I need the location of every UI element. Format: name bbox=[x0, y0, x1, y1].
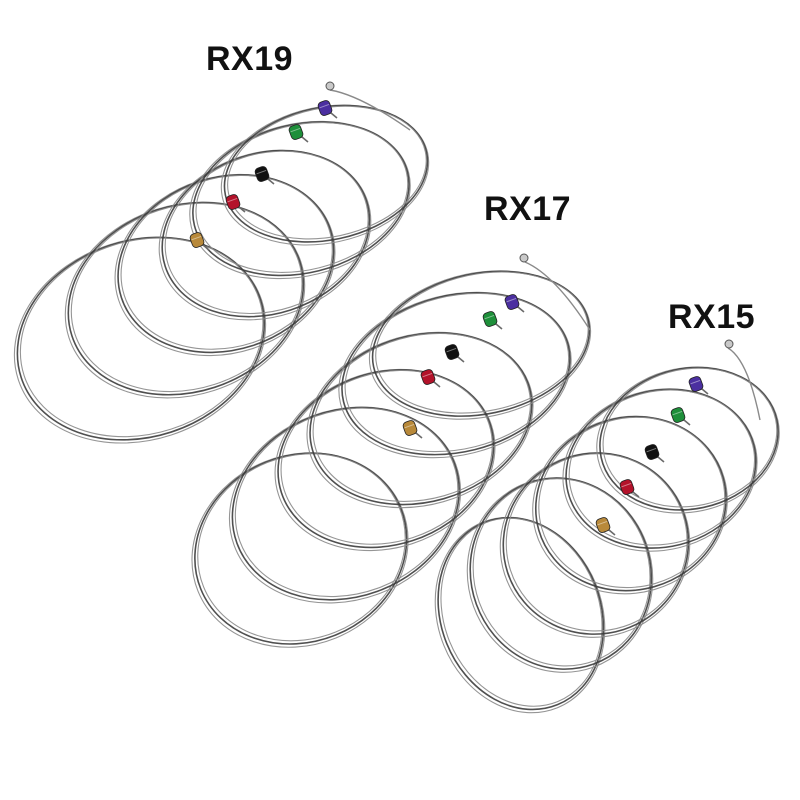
string-coil-rx19-4 bbox=[158, 149, 372, 321]
string-set-rx15 bbox=[434, 339, 780, 714]
bead-highlight-rx19-1 bbox=[319, 103, 330, 109]
string-coil-rx17-5 bbox=[338, 291, 572, 459]
ball-end-bead-rx15-3 bbox=[644, 444, 660, 460]
bead-highlight-rx15-4 bbox=[621, 482, 632, 488]
ball-end-bead-rx19-4 bbox=[225, 194, 241, 210]
ball-end-bead-rx17-3 bbox=[444, 344, 460, 360]
string-coil-rx15-5 bbox=[562, 388, 758, 552]
string-coil-rx17-6 bbox=[368, 270, 592, 420]
bead-highlight-rx15-1 bbox=[690, 379, 701, 385]
string-coil-rx19-2 bbox=[64, 201, 306, 399]
set-label-rx15: RX15 bbox=[668, 298, 756, 336]
string-wire-end-rx19 bbox=[329, 89, 411, 131]
string-coil-rx19-1 bbox=[13, 236, 267, 444]
bead-highlight-rx19-2 bbox=[290, 127, 301, 133]
bead-highlight-rx17-2 bbox=[484, 314, 495, 320]
ball-end-bead-rx17-1 bbox=[504, 294, 520, 310]
bead-highlight-rx15-2 bbox=[672, 410, 683, 416]
string-coil-rx19-6 bbox=[220, 104, 430, 246]
ball-end-bead-rx17-4 bbox=[420, 369, 436, 385]
bead-highlight-rx17-1 bbox=[506, 297, 517, 303]
ball-end-bead-rx19-2 bbox=[288, 124, 304, 140]
ball-end-tip-rx17 bbox=[519, 253, 529, 263]
ball-end-bead-rx19-5 bbox=[189, 232, 205, 248]
ball-end-tip-rx15 bbox=[724, 339, 734, 349]
string-coil-rx17-4 bbox=[306, 331, 534, 509]
set-label-rx17: RX17 bbox=[484, 190, 572, 228]
bead-highlight-rx19-4 bbox=[227, 197, 238, 203]
string-set-rx19 bbox=[13, 81, 430, 444]
string-set-rx17 bbox=[191, 253, 592, 648]
string-wire-end-rx15 bbox=[727, 347, 761, 421]
bead-highlight-rx17-3 bbox=[446, 347, 457, 353]
bead-highlight-rx19-5 bbox=[191, 235, 202, 241]
string-coil-rx17-2 bbox=[228, 406, 462, 604]
string-coil-rx17-1 bbox=[191, 452, 409, 648]
bead-highlight-rx15-3 bbox=[646, 447, 657, 453]
set-label-rx19: RX19 bbox=[206, 40, 294, 78]
ball-end-bead-rx15-1 bbox=[688, 376, 704, 392]
ball-end-bead-rx19-3 bbox=[254, 166, 270, 182]
ball-end-bead-rx15-2 bbox=[670, 407, 686, 423]
string-coil-rx15-6 bbox=[596, 366, 780, 514]
ball-end-bead-rx17-2 bbox=[482, 311, 498, 327]
bead-highlight-rx19-3 bbox=[256, 169, 267, 175]
ball-end-tip-rx19 bbox=[325, 81, 335, 91]
string-coil-rx17-3 bbox=[274, 368, 496, 552]
string-wire-end-rx17 bbox=[524, 261, 591, 331]
ball-end-bead-rx17-5 bbox=[402, 420, 418, 436]
bead-highlight-rx17-4 bbox=[422, 372, 433, 378]
ball-end-bead-rx15-4 bbox=[619, 479, 635, 495]
bead-highlight-rx15-5 bbox=[597, 520, 608, 526]
ball-end-bead-rx19-1 bbox=[317, 100, 333, 116]
ball-end-bead-rx15-5 bbox=[595, 517, 611, 533]
string-coil-rx19-5 bbox=[189, 120, 411, 280]
bead-highlight-rx17-5 bbox=[404, 423, 415, 429]
